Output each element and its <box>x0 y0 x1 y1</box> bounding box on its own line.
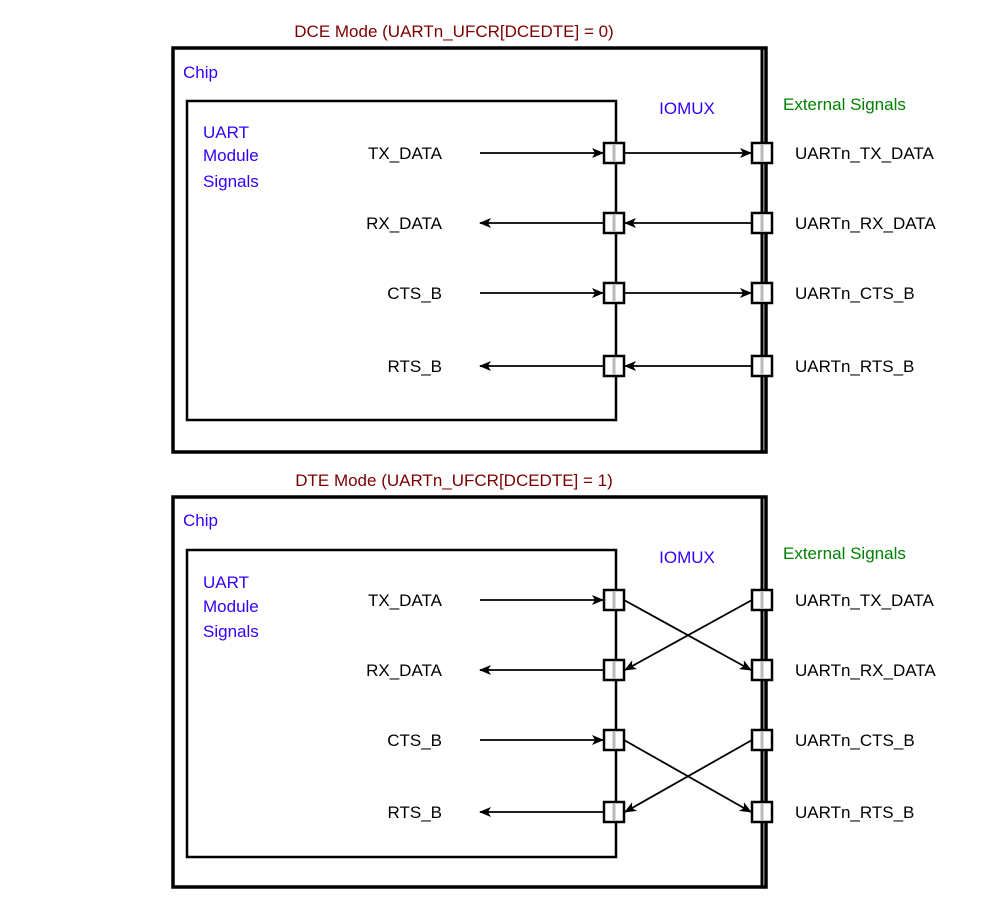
dce-module-signal-label: TX_DATA <box>368 144 443 163</box>
dte-module-label-line: Signals <box>203 622 259 641</box>
dce-module-label-line: UART <box>203 123 249 142</box>
dte-iomux-connection-in <box>624 599 753 671</box>
dte-module-signal-label: RX_DATA <box>366 661 443 680</box>
dte-module-label-line: Module <box>203 597 259 616</box>
dce-uart-module-box <box>185 99 618 422</box>
dte-external-signal-label: UARTn_RTS_B <box>795 803 914 822</box>
dce-external-signals-label: External Signals <box>783 95 906 114</box>
dte-external-signal-label: UARTn_TX_DATA <box>795 591 935 610</box>
dce-module-signal-label: CTS_B <box>387 284 442 303</box>
dce-module-signal-label: RX_DATA <box>366 214 443 233</box>
dte-external-signals-label: External Signals <box>783 544 906 563</box>
dce-chip-boundary <box>171 46 768 454</box>
dte-iomux-connection-in <box>624 739 753 813</box>
dce-iomux-label: IOMUX <box>659 99 715 118</box>
dce-module-signal-label: RTS_B <box>388 357 443 376</box>
dte-uart-module-box <box>185 548 618 859</box>
dte-external-signal-label: UARTn_CTS_B <box>795 731 915 750</box>
dte-module-signal-label: TX_DATA <box>368 591 443 610</box>
dce-external-signal-label: UARTn_RX_DATA <box>795 214 936 233</box>
dte-module-label-line: UART <box>203 573 249 592</box>
dce-external-signal-label: UARTn_CTS_B <box>795 284 915 303</box>
dte-external-signal-label: UARTn_RX_DATA <box>795 661 936 680</box>
dce-module-label-line: Signals <box>203 172 259 191</box>
dce-mode-title: DCE Mode (UARTn_UFCR[DCEDTE] = 0) <box>294 22 613 41</box>
dce-chip-label: Chip <box>183 63 218 82</box>
dte-module-signal-label: CTS_B <box>387 731 442 750</box>
dte-module-signal-label: RTS_B <box>388 803 443 822</box>
dte-iomux-label: IOMUX <box>659 548 715 567</box>
dte-mode-title: DTE Mode (UARTn_UFCR[DCEDTE] = 1) <box>295 471 613 490</box>
dce-external-signal-label: UARTn_RTS_B <box>795 357 914 376</box>
dce-external-signal-label: UARTn_TX_DATA <box>795 144 935 163</box>
dte-chip-label: Chip <box>183 511 218 530</box>
dte-chip-boundary <box>171 495 768 889</box>
dce-module-label-line: Module <box>203 146 259 165</box>
